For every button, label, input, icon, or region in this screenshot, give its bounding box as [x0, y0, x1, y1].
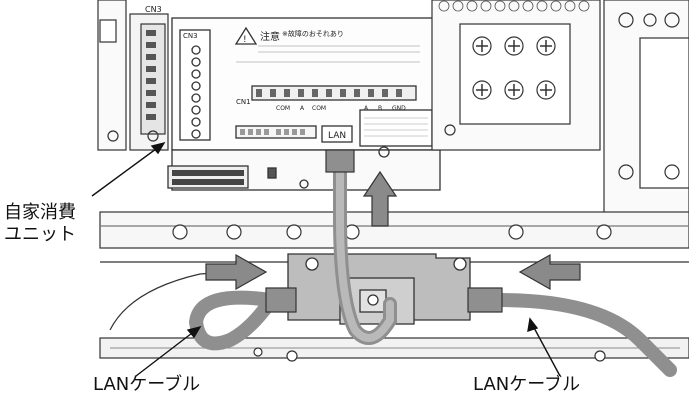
terminal-com-2: COM [312, 105, 326, 112]
unit-callout: 自家消費 ユニット [4, 202, 76, 246]
arrow-left-icon [518, 253, 581, 291]
svg-text:!: ! [243, 35, 247, 45]
left-module: CN3 [97, 0, 169, 151]
unit-callout-line1: 自家消費 [4, 202, 76, 223]
lan-cable-left [188, 290, 277, 351]
terminal-gnd: GND [392, 105, 406, 112]
screw-icon [453, 257, 467, 271]
screw-icon [107, 130, 119, 142]
terminal-a-2: A [364, 105, 369, 112]
cn1-label: CN1 [236, 98, 251, 106]
connector-label: CN3 [145, 5, 162, 14]
breaker-panel [603, 0, 689, 216]
self-consumption-unit: CN3 ! 注意 ※故障のおそれあり CN1 COM A COM A B [167, 17, 441, 191]
arrow-right-icon [205, 253, 268, 291]
lan-cable-right [493, 293, 677, 377]
screw-icon [367, 294, 379, 306]
caution-title: 注意 [260, 30, 280, 43]
warning-icon [234, 26, 258, 45]
terminal-com-1: COM [276, 105, 290, 112]
screw-icon [618, 12, 634, 28]
lan-cable-callout-left: LANケーブル [93, 374, 201, 395]
cn3-terminal-label: CN3 [183, 32, 198, 40]
terminal-b: B [378, 105, 382, 112]
caution-note: ※故障のおそれあり [282, 29, 344, 38]
lan-port-label: LAN [328, 131, 346, 141]
arrow-up-icon [362, 170, 398, 227]
terminal-a-1: A [300, 105, 305, 112]
screw-icon [172, 224, 188, 240]
lan-port [321, 125, 353, 143]
lan-coupler [287, 253, 471, 325]
leader-lines [91, 141, 561, 377]
unit-callout-line2: ユニット [4, 224, 76, 245]
screw-icon [305, 257, 319, 271]
lan-cable-callout-right: LANケーブル [473, 374, 581, 395]
lan-cables [188, 149, 677, 377]
screw-icon [299, 179, 309, 189]
right-terminal-block [431, 0, 601, 151]
direction-arrows [205, 170, 581, 291]
